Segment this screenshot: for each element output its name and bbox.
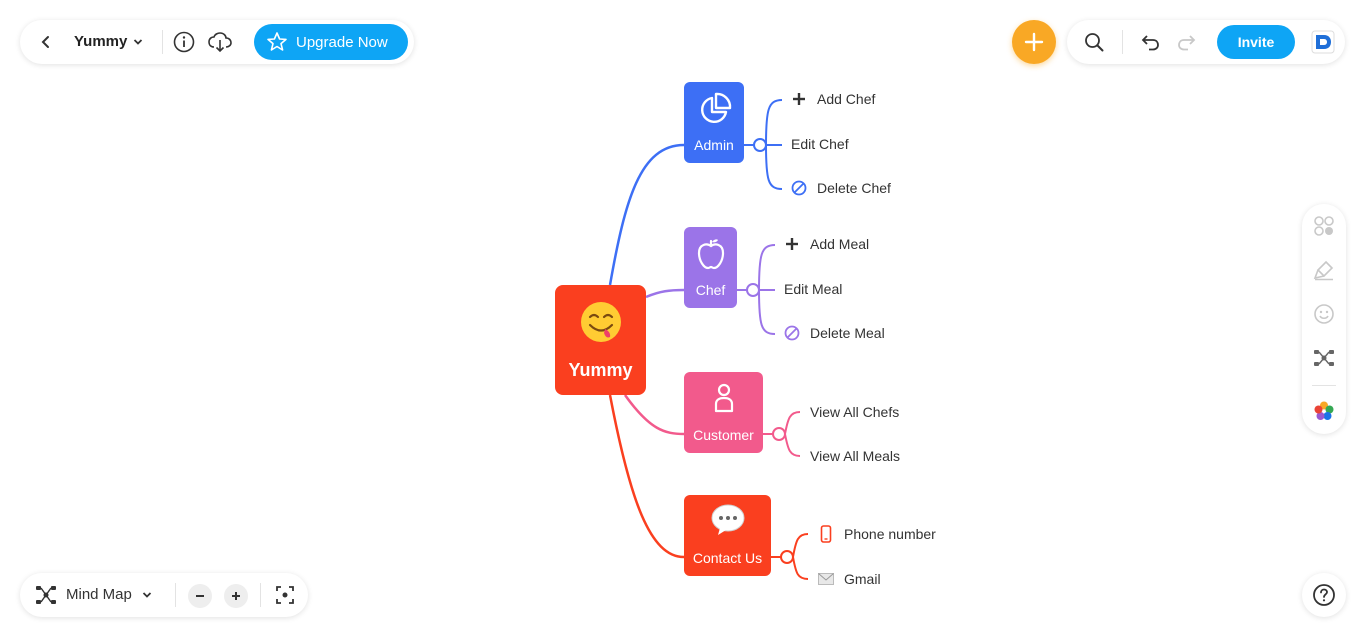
pie-chart-icon [696, 92, 732, 133]
prohibited-icon [791, 180, 807, 196]
bottom-left-toolbar: Mind Map [20, 573, 308, 617]
plus-icon [791, 91, 807, 107]
leaf-label: Add Chef [817, 91, 876, 107]
upgrade-now-button[interactable]: Upgrade Now [254, 24, 408, 60]
zoom-out-button[interactable] [188, 584, 212, 608]
leaf-label: Delete Chef [817, 180, 891, 196]
toolbar-divider [1122, 30, 1123, 54]
title-dropdown-chevron-icon[interactable] [130, 34, 146, 50]
layout-structure-icon[interactable] [1312, 214, 1336, 238]
top-right-toolbar: Invite [1067, 20, 1345, 64]
prohibited-icon [784, 325, 800, 341]
mindmap-structure-icon[interactable] [1312, 346, 1336, 370]
upgrade-label: Upgrade Now [296, 33, 388, 51]
branch-node-contact-us[interactable]: Contact Us [684, 495, 771, 576]
leaf-phone-number[interactable]: Phone number [818, 525, 936, 543]
view-mode-chevron-icon[interactable] [139, 587, 155, 603]
leaf-label: Edit Chef [791, 136, 849, 152]
branch-node-chef[interactable]: Chef [684, 227, 737, 308]
back-chevron-icon[interactable] [36, 32, 56, 52]
apple-icon [695, 237, 727, 276]
leaf-gmail[interactable]: Gmail [818, 571, 881, 587]
leaf-view-all-meals[interactable]: View All Meals [810, 448, 900, 464]
branch-label-customer: Customer [693, 427, 754, 443]
leaf-edit-meal[interactable]: Edit Meal [784, 281, 842, 297]
emoji-sticker-icon[interactable] [1312, 302, 1336, 326]
star-icon [266, 31, 288, 53]
add-button[interactable] [1012, 20, 1056, 64]
leaf-delete-meal[interactable]: Delete Meal [784, 325, 885, 341]
right-tool-rail [1302, 204, 1346, 434]
branch-label-contact-us: Contact Us [692, 550, 763, 566]
leaf-label: View All Chefs [810, 404, 900, 420]
speech-bubble-icon [710, 503, 746, 542]
redo-icon[interactable] [1175, 31, 1197, 53]
document-title[interactable]: Yummy [74, 33, 128, 50]
search-icon[interactable] [1083, 31, 1105, 53]
color-theme-icon[interactable] [1312, 399, 1336, 423]
top-left-toolbar: Yummy Upgrade Now [20, 20, 414, 64]
toolbar-divider [162, 30, 163, 54]
question-mark-icon [1312, 583, 1336, 607]
mindmap-mode-icon[interactable] [34, 584, 58, 606]
branch-node-customer[interactable]: Customer [684, 372, 763, 453]
leaf-label: Delete Meal [810, 325, 885, 341]
fit-to-screen-icon[interactable] [274, 584, 296, 606]
leaf-label: Edit Meal [784, 281, 843, 297]
yum-face-emoji-icon [579, 300, 623, 344]
root-node-label: Yummy [568, 360, 633, 380]
leaf-edit-chef[interactable]: Edit Chef [791, 136, 849, 152]
toolbar-divider [175, 583, 176, 607]
invite-button[interactable]: Invite [1217, 25, 1295, 59]
root-node[interactable]: Yummy [555, 285, 646, 395]
info-icon[interactable] [172, 30, 196, 54]
phone-icon [818, 525, 834, 543]
branch-label-admin: Admin [694, 137, 734, 153]
person-icon [710, 382, 738, 419]
view-mode-label[interactable]: Mind Map [66, 586, 132, 603]
toolbar-divider [260, 583, 261, 607]
rail-divider [1312, 385, 1336, 386]
leaf-delete-chef[interactable]: Delete Chef [791, 180, 891, 196]
cloud-download-icon[interactable] [206, 30, 234, 54]
leaf-label: Gmail [844, 571, 881, 587]
style-brush-icon[interactable] [1312, 258, 1336, 282]
leaf-add-meal[interactable]: Add Meal [784, 236, 869, 252]
envelope-icon [818, 571, 834, 587]
leaf-label: View All Meals [810, 448, 901, 464]
leaf-label: Phone number [844, 526, 936, 542]
leaf-label: Add Meal [810, 236, 870, 252]
help-button[interactable] [1302, 573, 1346, 617]
leaf-add-chef[interactable]: Add Chef [791, 91, 875, 107]
branch-node-admin[interactable]: Admin [684, 82, 744, 163]
leaf-view-all-chefs[interactable]: View All Chefs [810, 404, 899, 420]
branch-label-chef: Chef [695, 282, 726, 298]
zoom-in-button[interactable] [224, 584, 248, 608]
plus-icon [1024, 32, 1044, 52]
undo-icon[interactable] [1140, 31, 1162, 53]
plus-icon [784, 236, 800, 252]
user-avatar[interactable] [1311, 30, 1335, 54]
